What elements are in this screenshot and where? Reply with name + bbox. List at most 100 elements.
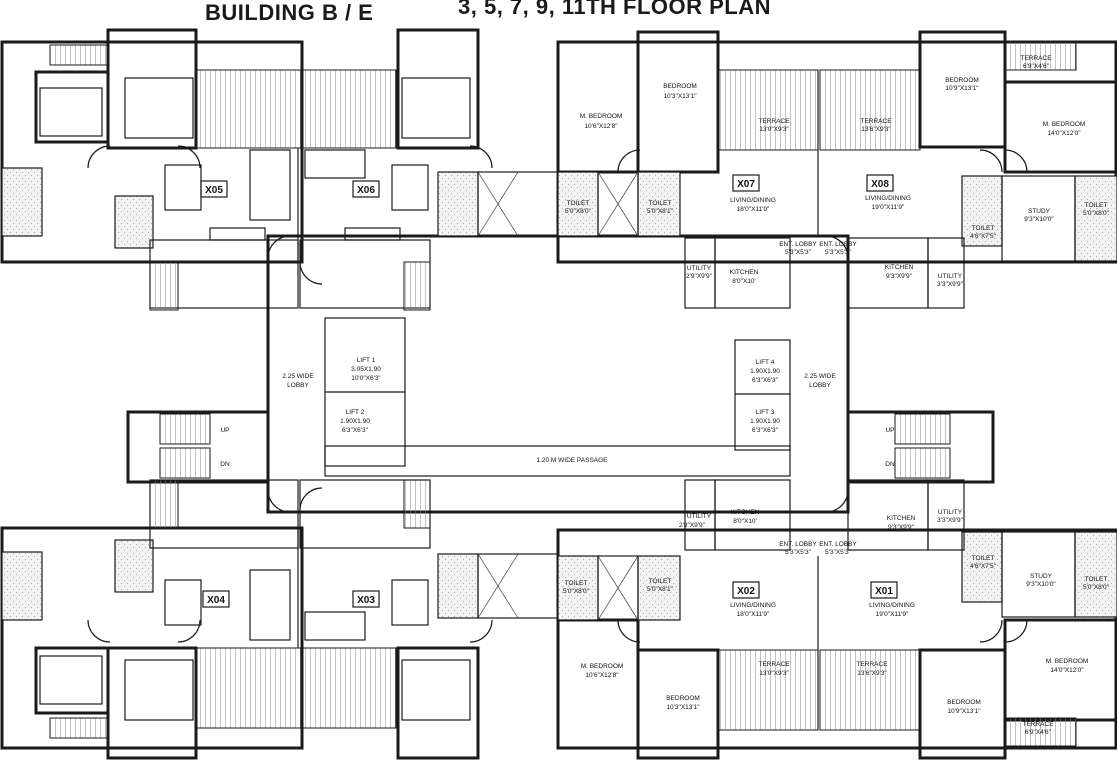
lobby-label: 2.25 WIDE [804,373,836,380]
room-size: 5'0"X8'0" [563,588,590,595]
room-label: M. BEDROOM [580,113,623,120]
lift-size-m: 1.90X1.90 [750,418,780,425]
room-label: M. BEDROOM [1043,121,1086,128]
room-label: TOILET [567,200,590,207]
unit-tag-x06: X06 [352,180,380,198]
room-size: 5'3"X5'3" [785,549,812,556]
wing-bottom-left [0,479,559,760]
room-size: 3'3"X9'9" [937,281,964,288]
lift-size-m: 1.90X1.90 [750,368,780,375]
room-label: KITCHEN [731,509,760,516]
unit-label: X03 [357,595,375,606]
unit-tag-x05: X05 [200,180,228,198]
room-size: 5'3"X5'3" [825,249,852,256]
lobby-label: 2.25 WIDE [282,373,314,380]
room-size: 2'9"X9'9" [679,522,706,529]
room-size: 2'9"X9'9" [686,273,713,280]
lift-label: LIFT 4 [756,359,775,366]
room-size: 9'3"X10'0" [1026,581,1056,588]
room-size: 10'9"X13'1" [945,85,979,92]
unit-label: X07 [737,179,755,190]
unit-tag-x08: X08 [866,174,894,192]
wing-top-left [0,28,559,311]
svg-text:LIFT 31.90X1.906'3"X6'3": LIFT 3 1.90X1.90 6'3"X6'3" [750,409,780,434]
room-label: LIVING/DINING [869,602,915,609]
room-size: 19'0"X11'9" [876,611,909,618]
room-label: TOILET [1085,576,1108,583]
room-size: 13'0"X9'3" [759,126,789,133]
room-size: 13'0"X9'3" [759,670,789,677]
room-label: ENT. LOBBY [819,541,857,548]
lift-size-m: 1.90X1.90 [340,418,370,425]
lift-size-ft: 6'3"X6'3" [752,427,779,434]
room-size: 9'3"X9'9" [888,524,915,531]
building-title: BUILDING B / E [205,0,374,25]
room-label: BEDROOM [663,83,697,90]
room-label: TERRACE [758,661,790,668]
room-size: 5'0"X8'0" [1083,584,1110,591]
room-label: LIVING/DINING [730,602,776,609]
room-label: UTILITY [938,509,963,516]
staircase-right [846,410,995,484]
room-label: ENT. LOBBY [779,541,817,548]
unit-tag-x01: X01 [870,581,898,599]
room-label: M. BEDROOM [1046,658,1089,665]
unit-label: X01 [875,586,893,597]
room-label: BEDROOM [666,695,700,702]
room-label: ENT. LOBBY [819,241,857,248]
room-size: 19'0"X11'9" [872,204,905,211]
room-label: KITCHEN [885,264,914,271]
floor-plan-title: 3, 5, 7, 9, 11TH FLOOR PLAN [458,0,772,19]
room-label: UTILITY [687,265,712,272]
room-label: TOILET [972,555,995,562]
lift-label: LIFT 2 [346,409,365,416]
room-size: 9'3"X9'9" [886,273,913,280]
unit-tag-x02: X02 [732,581,760,599]
room-size: 8'0"X10' [732,278,756,285]
wing-top-right [556,30,1117,309]
room-size: 10'6"X12'8" [585,672,619,679]
lift-label: LIFT 3 [756,409,775,416]
room-size: 4'6"X7'5" [970,233,997,240]
stair-dn-label: DN [885,461,895,468]
room-label: TERRACE [1022,721,1054,728]
lobby-label-sub: LOBBY [287,382,309,389]
room-label: UTILITY [687,513,712,520]
room-size: 5'0"X8'0" [1083,210,1110,217]
room-label: LIVING/DINING [865,195,911,202]
lobby-label-sub: LOBBY [809,382,831,389]
room-size: 9'3"X10'0" [1024,216,1054,223]
wing-bottom-right [556,479,1117,760]
room-size: 6'9"X4'6" [1023,63,1050,70]
room-size: 5'0"X8'1" [647,586,674,593]
room-size: 10'6"X12'8" [584,123,618,130]
unit-tag-x03: X03 [352,590,380,608]
room-label: TERRACE [860,118,892,125]
room-label: KITCHEN [730,269,759,276]
lift-size-ft: 6'3"X6'3" [342,427,369,434]
